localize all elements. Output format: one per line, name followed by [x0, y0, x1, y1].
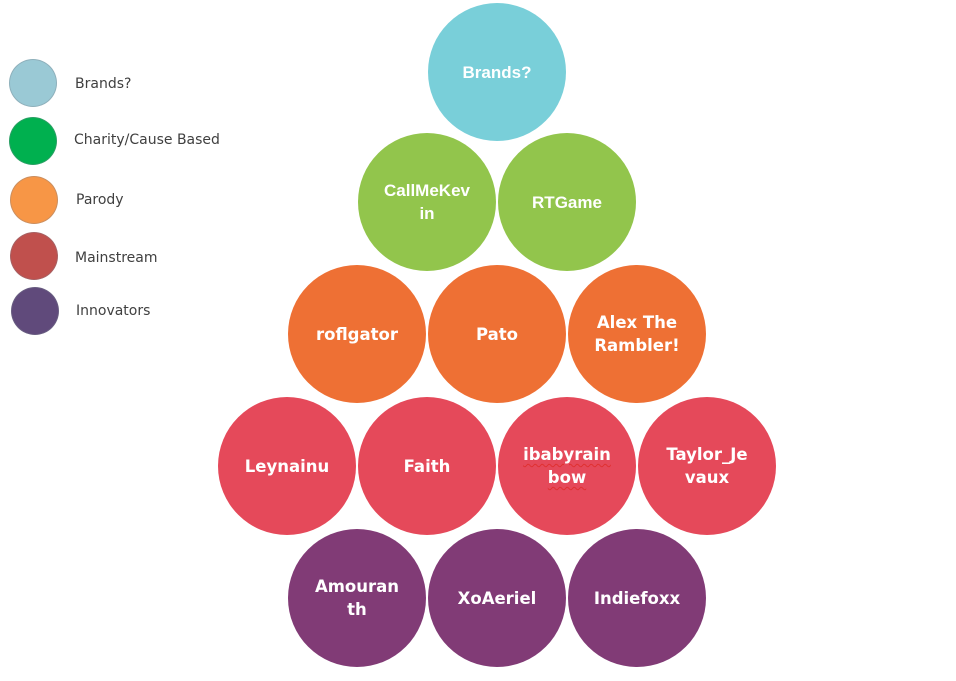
bubble-amouranth: Amouran th: [288, 529, 426, 667]
bubble-label: roflgator: [315, 324, 398, 344]
legend-label-charity: Charity/Cause Based: [74, 132, 220, 148]
bubble-label: Indiefoxx: [593, 588, 681, 608]
bubble-rtgame: RTGame: [498, 133, 636, 271]
legend-label-mainstream: Mainstream: [75, 250, 158, 266]
bubble-label: CallMeKev in: [384, 181, 470, 223]
bubble-indiefoxx: Indiefoxx: [568, 529, 706, 667]
legend-label-brands: Brands?: [75, 76, 132, 92]
bubble-label: Pato: [475, 324, 518, 344]
legend-label-innovators: Innovators: [76, 303, 151, 319]
bubble-ibabyrainbow: ibabyrain bow: [498, 397, 636, 535]
legend-swatch-mainstream: [10, 232, 58, 280]
bubble-label: Faith: [403, 456, 451, 476]
bubble-alex-the-rambler: Alex The Rambler!: [568, 265, 706, 403]
bubble-leynainu: Leynainu: [218, 397, 356, 535]
legend-swatch-parody: [10, 176, 58, 224]
bubble-label: Alex The Rambler!: [594, 313, 680, 355]
bubble-label: ibabyrain bow: [523, 445, 611, 487]
bubble-callmekevin: CallMeKev in: [358, 133, 496, 271]
bubble-label: Taylor_Je vaux: [666, 445, 748, 487]
bubble-xoaeriel: XoAeriel: [428, 529, 566, 667]
bubble-label: RTGame: [532, 192, 602, 212]
bubble-label: Brands?: [462, 62, 532, 82]
legend-swatch-charity: [9, 117, 57, 165]
bubble-faith: Faith: [358, 397, 496, 535]
legend-label-parody: Parody: [76, 192, 124, 208]
bubble-pato: Pato: [428, 265, 566, 403]
bubble-label: XoAeriel: [457, 588, 537, 608]
bubble-roflgator: roflgator: [288, 265, 426, 403]
bubble-taylor-jevaux: Taylor_Je vaux: [638, 397, 776, 535]
bubble-label: Leynainu: [244, 456, 330, 476]
bubble-label: Amouran th: [314, 577, 400, 619]
bubble-brands: Brands?: [428, 3, 566, 141]
legend-swatch-innovators: [11, 287, 59, 335]
legend-swatch-brands: [9, 59, 57, 107]
